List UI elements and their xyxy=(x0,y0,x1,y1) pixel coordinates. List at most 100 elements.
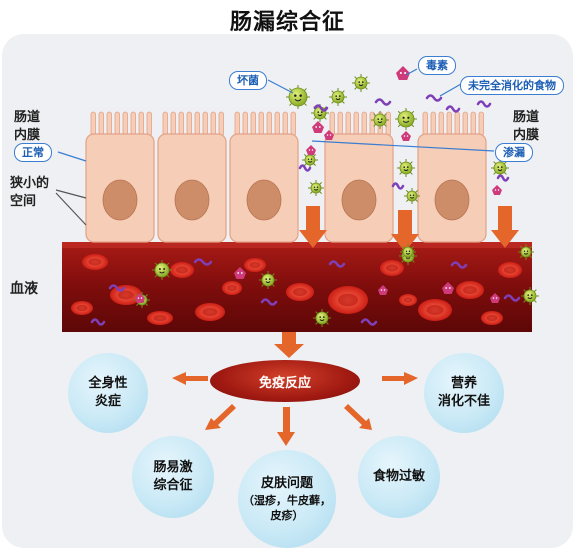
bacteria-spike xyxy=(309,181,313,185)
bacteria-mouth xyxy=(497,169,503,172)
red-blood-cell-center xyxy=(176,266,188,274)
mucosa-label-right: 肠道 内膜 xyxy=(513,109,539,145)
bacteria-spike xyxy=(261,273,265,277)
bad-bacteria-tag: 坏菌 xyxy=(229,71,267,90)
toxin-icon xyxy=(306,145,316,155)
red-blood-cell-center xyxy=(386,264,398,272)
bacteria-spike xyxy=(315,311,319,315)
outcome-poor-nutrition: 营养 消化不佳 xyxy=(424,353,504,433)
red-blood-cell-center xyxy=(88,258,102,266)
outcome-systemic-inflammation: 全身性 炎症 xyxy=(68,353,148,433)
bacteria-eye xyxy=(526,250,529,252)
bacteria-spike xyxy=(154,262,158,266)
blood-label: 血液 xyxy=(10,281,38,297)
outcome-label: 皮肤问题 xyxy=(260,476,313,491)
bacteria-spike xyxy=(145,303,149,307)
toxin-eye xyxy=(448,287,451,289)
bacteria-mouth xyxy=(403,169,409,172)
bacteria-icon xyxy=(373,113,387,127)
toxin-eye xyxy=(495,297,498,299)
cell-nucleus xyxy=(434,179,470,221)
toxin-eye xyxy=(137,297,140,299)
toxin-eye xyxy=(311,149,314,151)
intestinal-cells xyxy=(85,111,487,243)
page-title: 肠漏综合征 xyxy=(229,10,345,35)
outcome-label: 食物过敏 xyxy=(372,469,425,484)
bacteria-icon xyxy=(402,246,414,258)
toxins-tag: 毒素 xyxy=(418,56,456,75)
bacteria-spike xyxy=(519,255,523,259)
toxin-eye xyxy=(237,272,240,274)
vessel-to-immune-arrow xyxy=(274,332,304,358)
bacteria-eye xyxy=(338,95,341,97)
bacteria-eye xyxy=(407,116,410,119)
arrow-to-nutrition xyxy=(382,372,418,385)
bacteria-spike xyxy=(493,171,497,175)
microvillus xyxy=(122,111,128,137)
red-blood-cell-center xyxy=(249,261,261,269)
bacteria-eye xyxy=(361,81,364,83)
red-blood-cell-center xyxy=(293,287,307,297)
narrow-space-callout-line-2 xyxy=(55,192,87,226)
bacteria-eye xyxy=(377,118,380,120)
bacteria-eye xyxy=(380,118,383,120)
outcome-ibs: 肠易激 综合征 xyxy=(132,436,214,518)
microvillus xyxy=(446,111,452,137)
bacteria-spike xyxy=(289,103,292,106)
red-blood-cell-center xyxy=(202,307,218,317)
microvillus xyxy=(385,111,391,137)
bacteria-icon xyxy=(331,90,345,104)
microvillus xyxy=(258,111,264,137)
bacteria-icon xyxy=(310,182,322,194)
bacteria-eye xyxy=(319,316,322,318)
bacteria-spike xyxy=(154,274,158,278)
bacteria-spike xyxy=(409,171,413,175)
bacteria-spike xyxy=(405,189,409,193)
toxin-icon xyxy=(234,267,246,279)
bacteria-icon xyxy=(315,311,329,325)
mucosa-label-right-text: 肠道 内膜 xyxy=(513,110,540,143)
bacteria-spike xyxy=(397,110,401,114)
bacteria-spike xyxy=(364,86,368,90)
outcome-label: 全身性 炎症 xyxy=(88,376,128,409)
microvillus xyxy=(218,111,224,137)
blood-vessel-top-edge xyxy=(62,242,532,248)
microvillus xyxy=(210,111,216,137)
toxin-eye xyxy=(326,134,329,136)
microvillus xyxy=(186,111,192,137)
bacteria-spike xyxy=(397,124,401,128)
food-particle-icon xyxy=(476,100,492,108)
food-particle-icon xyxy=(360,318,378,326)
bacteria-spike xyxy=(303,163,307,167)
bacteria-eye xyxy=(163,267,166,270)
outcome-label: 肠易激 综合征 xyxy=(153,460,193,493)
bacteria-icon xyxy=(493,161,507,175)
toxin-eye xyxy=(383,289,386,291)
leak-tag: 渗漏 xyxy=(495,143,533,162)
bacteria-mouth xyxy=(527,297,533,300)
microvillus xyxy=(478,111,484,137)
bacteria-eye xyxy=(412,194,415,196)
bacteria-spike xyxy=(519,245,523,249)
food-particle-icon xyxy=(90,318,106,326)
microvillus xyxy=(454,111,460,137)
bacteria-icon xyxy=(399,161,413,175)
toxin-eye xyxy=(492,297,495,299)
bacteria-spike xyxy=(415,189,419,193)
blood-content xyxy=(71,247,539,327)
bacteria-eye xyxy=(497,166,500,168)
microvillus xyxy=(202,111,208,137)
bacteria-spike xyxy=(399,171,403,175)
bacteria-spike xyxy=(166,274,170,278)
bacteria-eye xyxy=(294,94,297,97)
microvillus xyxy=(266,111,272,137)
food-particle-icon xyxy=(450,261,468,269)
bacteria-mouth xyxy=(307,160,313,163)
toxin-callout-line xyxy=(405,68,418,76)
toxin-eye xyxy=(403,135,406,137)
toxin-eye xyxy=(380,289,383,291)
food-callout-line xyxy=(439,83,462,97)
bacteria-mouth xyxy=(159,271,165,274)
outcome-sublabel: （湿疹，牛皮藓， 皮疹） xyxy=(243,494,331,522)
gut-particles xyxy=(286,66,534,260)
